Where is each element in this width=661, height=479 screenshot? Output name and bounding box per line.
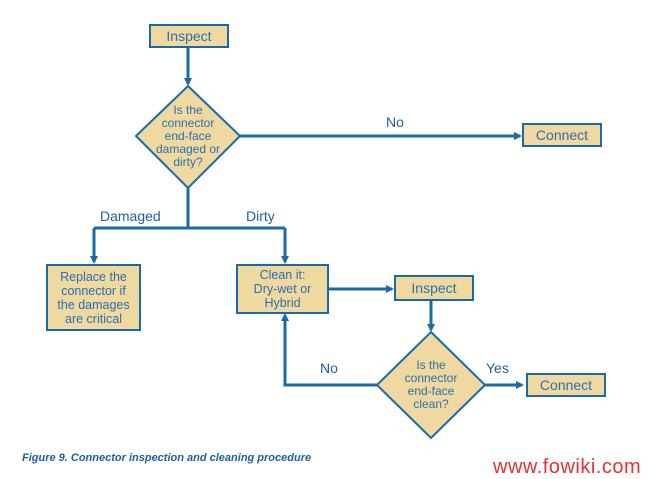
decision-clean-text: Is the connector end-face clean? — [404, 358, 458, 411]
watermark: www.fowiki.com — [493, 456, 642, 478]
inspect-top-box: Inspect — [149, 24, 229, 48]
decision-damaged-text: Is the connector end-face damaged or dir… — [155, 103, 221, 169]
edge-label-yes: Yes — [486, 360, 509, 376]
edge-label-damaged: Damaged — [100, 208, 161, 224]
figure-caption: Figure 9. Connector inspection and clean… — [22, 452, 312, 464]
arrow-no-loop-back — [281, 313, 377, 387]
connect-bottom-box: Connect — [526, 373, 606, 397]
edge-label-no-bottom: No — [320, 360, 338, 376]
edge-label-dirty: Dirty — [246, 208, 275, 224]
clean-it-box: Clean it: Dry-wet or Hybrid — [236, 264, 329, 314]
edge-label-no-top: No — [386, 114, 404, 130]
replace-connector-box: Replace the connector if the damages are… — [46, 264, 141, 331]
decision-diamond-clean — [375, 330, 487, 440]
connect-top-box: Connect — [522, 123, 602, 147]
inspect-mid-box: Inspect — [394, 275, 474, 301]
